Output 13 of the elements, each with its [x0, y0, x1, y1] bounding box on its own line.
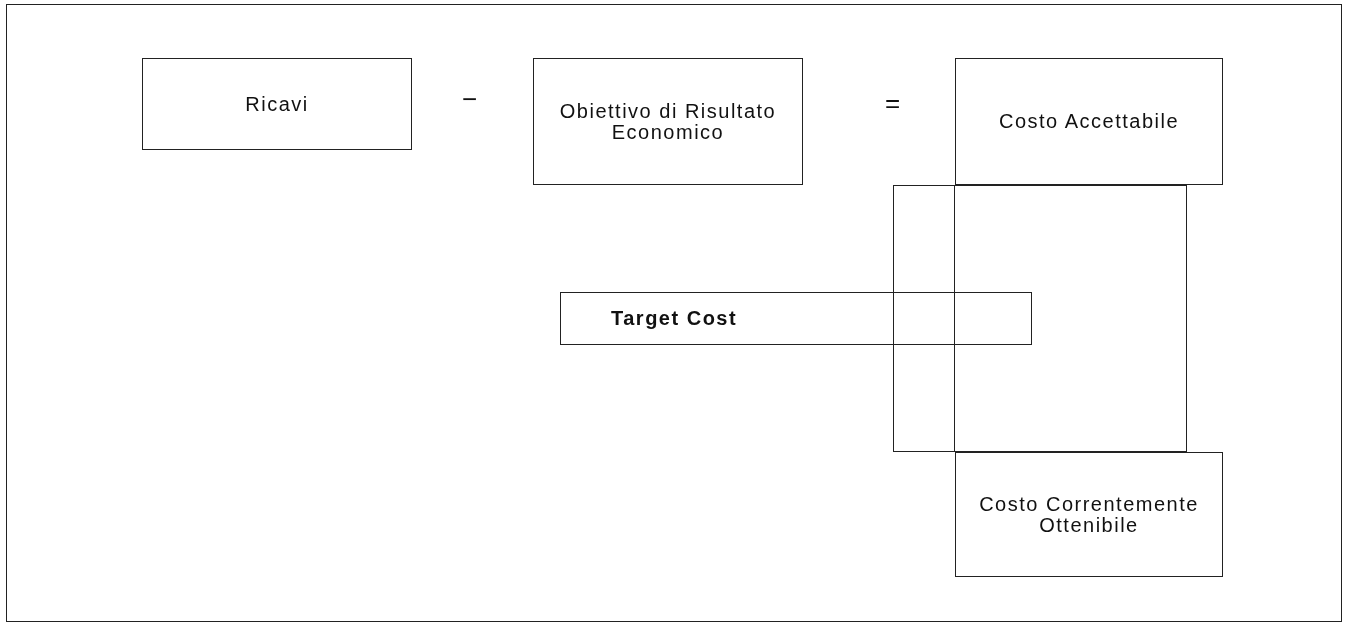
target-cost-box	[560, 292, 1032, 345]
box-label: Ricavi	[244, 93, 310, 115]
overlap-box	[893, 185, 1187, 452]
minus-sign: −	[462, 84, 478, 115]
equals-sign: =	[885, 88, 901, 119]
revenue-box	[142, 58, 412, 150]
profit-target-box	[533, 58, 803, 185]
box-label: Costo Accettabile	[998, 111, 1180, 132]
box-label: Obiettivo di Risultato Economico	[558, 100, 778, 143]
current-cost-box	[955, 452, 1223, 577]
acceptable-cost-box	[955, 58, 1223, 185]
box-label: Costo Correntemente Ottenibile	[978, 493, 1200, 536]
box-label: Target Cost	[610, 308, 739, 329]
